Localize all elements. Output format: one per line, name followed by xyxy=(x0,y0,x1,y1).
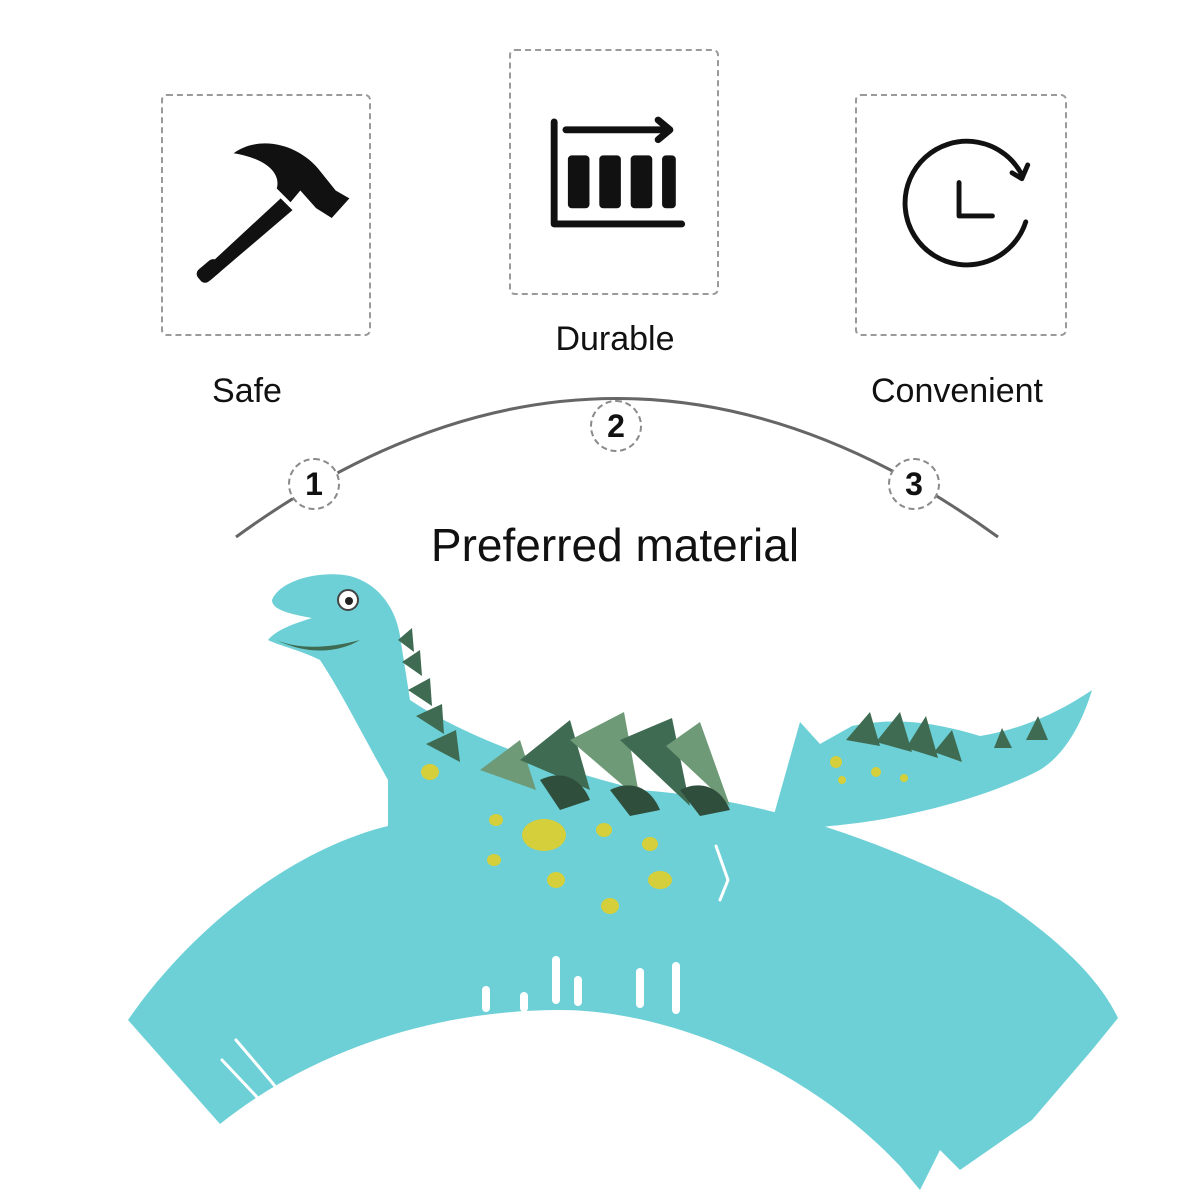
safe-label: Safe xyxy=(212,372,282,410)
hammer-icon xyxy=(196,143,350,283)
step-2-badge: 2 xyxy=(590,400,642,452)
convenient-label: Convenient xyxy=(870,372,1043,410)
bar-chart-icon xyxy=(550,116,686,228)
durable-feature-box xyxy=(509,49,719,295)
dinosaur-cupcake-wrapper-image xyxy=(128,574,1118,1190)
durable-label: Durable xyxy=(555,320,675,358)
convenient-feature-box xyxy=(855,94,1067,336)
step-3-badge: 3 xyxy=(888,458,940,510)
safe-feature-box xyxy=(161,94,371,336)
clock-icon xyxy=(902,138,1031,268)
page-heading: Preferred material xyxy=(430,519,800,571)
step-1-badge: 1 xyxy=(288,458,340,510)
